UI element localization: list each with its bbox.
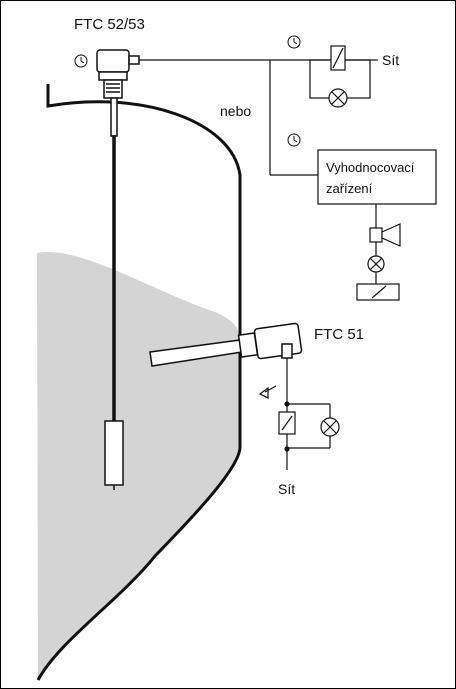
label-network-bottom: Sít	[278, 481, 295, 497]
label-ftc-51: FTC 51	[314, 326, 364, 343]
label-evaluation-unit-line2: zařízení	[326, 181, 373, 196]
sensor-ftc-52-53	[96, 49, 140, 490]
evaluation-unit-box	[317, 149, 437, 205]
top-wiring	[139, 45, 378, 176]
label-network-top: Sít	[382, 52, 399, 68]
label-ftc-52-53: FTC 52/53	[74, 16, 145, 33]
alarm-chain	[356, 204, 401, 301]
side-wiring	[258, 358, 340, 470]
label-evaluation-unit-line1: Vyhodnocovací	[326, 160, 415, 175]
lamp-icon	[328, 88, 348, 108]
tank-medium	[37, 252, 240, 680]
tank-wall	[36, 84, 242, 681]
sensor-ftc-51	[149, 322, 303, 367]
label-or: nebo	[220, 103, 251, 119]
clock-icon	[74, 35, 301, 147]
